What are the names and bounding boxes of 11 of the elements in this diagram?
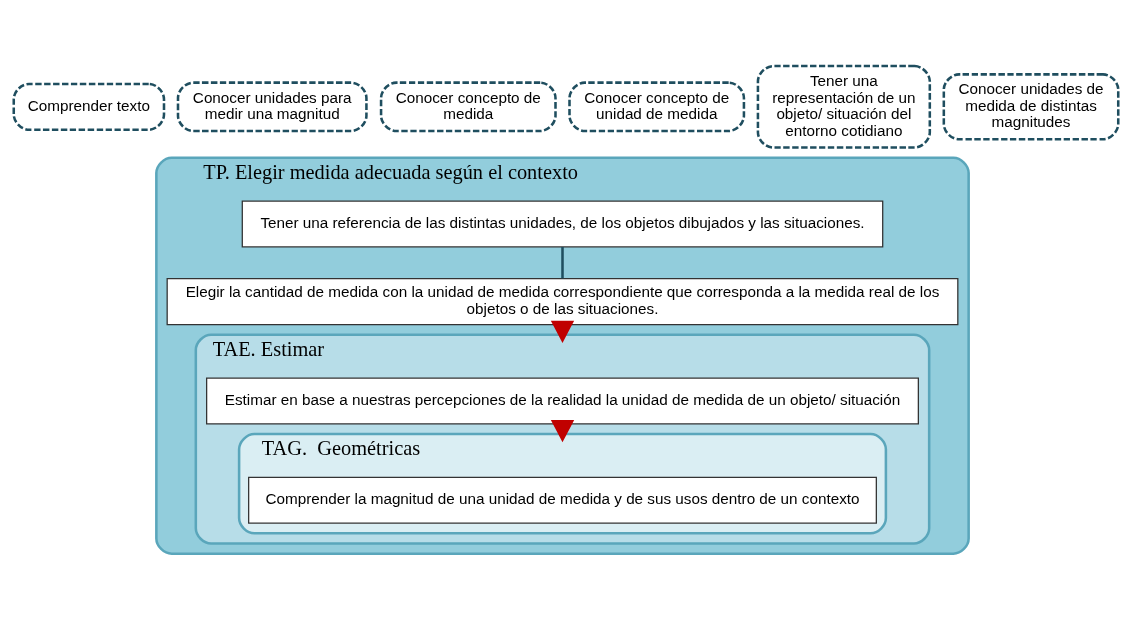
node-box: Conocer concepto de medida [379,80,557,132]
node-box: Conocer concepto de unidad de medida [568,80,746,132]
node-box: Comprender la magnitud de una unidad de medida y de sus usos dentro de un contexto [248,476,877,524]
arrow [550,320,575,343]
connector [561,246,564,278]
node-box: Conocer unidades de medida de distintas magnitudes [942,72,1120,141]
arrow [550,419,575,442]
node-box: Comprender texto [12,82,166,131]
node-box: Conocer unidades para medir una magnitud [176,80,368,132]
node-box: Tener una representación de un objeto/ situación del entorno cotidiano [756,64,932,149]
node-box: Tener una referencia de las distintas unidades, de los objetos dibujados y las situaciones. [241,199,884,247]
